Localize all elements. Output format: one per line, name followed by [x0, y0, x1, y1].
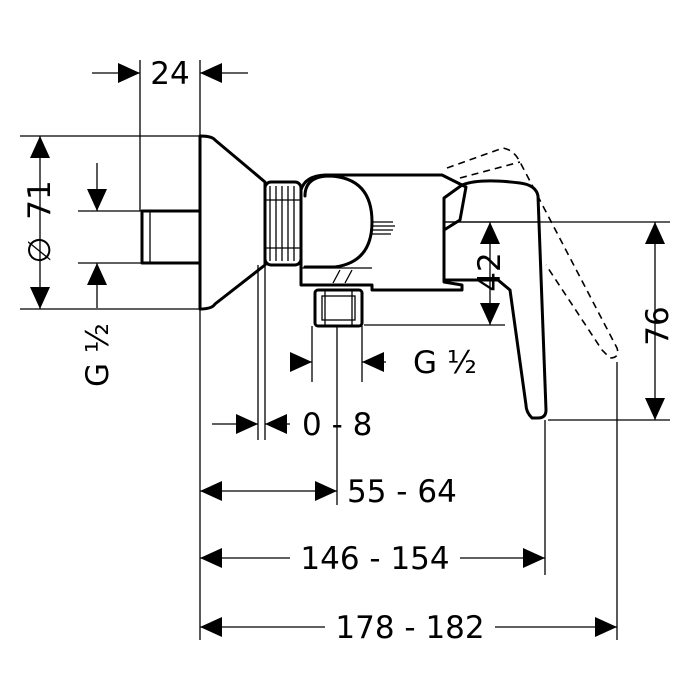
cartridge-dome [303, 174, 374, 269]
label-178-182: 178 - 182 [335, 610, 484, 646]
dimension-24 [92, 63, 248, 83]
wall-escutcheon [198, 134, 267, 311]
dimension-146-154 [200, 548, 545, 568]
label-55-64: 55 - 64 [347, 474, 457, 510]
mixer-body [140, 134, 619, 420]
inlet-stub [140, 209, 202, 265]
dimension-g-half-left [87, 163, 107, 308]
main-body [299, 173, 468, 292]
label-71: 71 [22, 180, 58, 219]
dimension-g-half-right [290, 352, 386, 372]
dimension-76 [645, 222, 665, 420]
threaded-nut [263, 180, 303, 267]
label-76: 76 [640, 306, 676, 345]
lever-open-position [446, 147, 619, 359]
lever-handle [442, 179, 548, 420]
label-0-8: 0 - 8 [302, 407, 372, 443]
dimension-55-64 [200, 481, 337, 501]
label-g-half-left: G ½ [80, 323, 116, 387]
label-146-154: 146 - 154 [300, 541, 449, 577]
dimension-178-182 [200, 617, 617, 637]
label-24: 24 [150, 56, 189, 92]
label-42: 42 [472, 252, 508, 291]
dimension-42 [480, 222, 500, 325]
dimension-0-8 [212, 414, 290, 434]
outlet-nut [313, 288, 364, 328]
extension-lines [20, 60, 670, 640]
label-diameter-symbol: ∅ [22, 236, 58, 263]
label-g-half-right: G ½ [413, 345, 477, 381]
dimension-71 [30, 136, 50, 309]
